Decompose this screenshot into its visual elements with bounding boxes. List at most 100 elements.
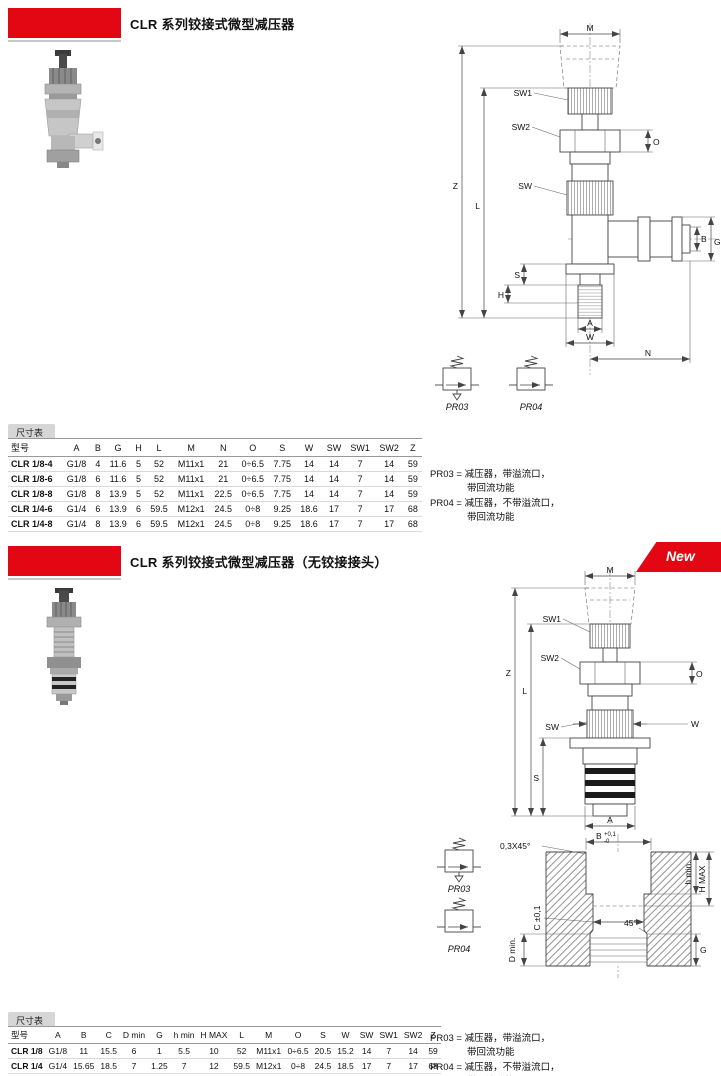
column-header: Z <box>403 438 422 457</box>
dim-label-o: O <box>696 669 703 679</box>
dimension-cell: G1/8 <box>62 456 91 472</box>
product-photo-hinged-regulator <box>44 50 104 168</box>
dimension-cell: 68 <box>403 501 422 517</box>
section1-banner-shadow <box>8 40 121 42</box>
dimension-cell: 12 <box>197 1058 231 1074</box>
dimension-cell: 7.75 <box>268 486 296 502</box>
dim-label-g: G <box>714 237 721 247</box>
dimension-cell: 7 <box>345 486 375 502</box>
dim-label-m: M <box>586 23 593 33</box>
model-name-cell: CLR 1/8-8 <box>8 486 62 502</box>
dimension-cell: 15.5 <box>97 1043 120 1059</box>
column-header: A <box>62 438 91 457</box>
dim-label-sw2: SW2 <box>512 122 531 132</box>
dimension-cell: 17 <box>322 501 346 517</box>
dim-label-s: S <box>514 270 520 280</box>
model-name-cell: CLR 1/4 <box>8 1058 46 1074</box>
column-header: M <box>252 1026 285 1044</box>
model-name-cell: CLR 1/8 <box>8 1043 46 1059</box>
model-name-cell: CLR 1/8-4 <box>8 456 62 472</box>
dimension-cell: 13.9 <box>104 486 132 502</box>
dimension-cell: 24.5 <box>209 501 237 517</box>
dimension-cell: 68 <box>425 1058 441 1074</box>
column-header: h min <box>170 1026 198 1044</box>
pr04-symbol <box>509 355 553 391</box>
pr03-symbol <box>435 355 479 401</box>
technical-drawing-cartridge-regulator: M SW1 SW2 O SW W <box>506 565 703 830</box>
dim-label-g: G <box>700 945 707 955</box>
column-header: Z <box>425 1026 441 1044</box>
section2-banner-shadow <box>8 578 121 580</box>
dim-label-w: W <box>691 719 699 729</box>
dimension-cell: 5 <box>131 486 146 502</box>
column-header: G <box>104 438 132 457</box>
dimension-cell: M12x1 <box>252 1058 285 1074</box>
dimension-cell: 22.5 <box>209 486 237 502</box>
column-header: SW1 <box>376 1026 401 1044</box>
dimension-cell: M11x1 <box>172 471 210 487</box>
dimension-cell: 14 <box>322 456 346 472</box>
dim-label-l: L <box>475 201 480 211</box>
dimension-cell: 59.5 <box>145 501 173 517</box>
dimension-cell: 6 <box>91 501 105 517</box>
dimension-cell: 11 <box>70 1043 98 1059</box>
column-header: O <box>284 1026 312 1044</box>
dimension-cell: 17 <box>374 501 404 517</box>
pr04-label: PR04 <box>519 402 543 412</box>
dimension-cell: 17 <box>322 516 346 532</box>
dimension-cell: 14 <box>322 471 346 487</box>
dimension-cell: 0÷8 <box>284 1058 312 1074</box>
dimension-cell: G1/8 <box>62 486 91 502</box>
mounting-hole-cross-section: B +0,1 -0 0,3X45° h min. H MAX C ±0,1 45… <box>500 831 714 978</box>
section1-red-banner <box>8 8 121 38</box>
column-header: SW2 <box>374 438 404 457</box>
column-header: M <box>172 438 210 457</box>
dimension-cell: 9.25 <box>268 501 296 517</box>
dimension-cell: 0÷6.5 <box>236 456 269 472</box>
dimension-cell: 52 <box>145 486 173 502</box>
column-header: H MAX <box>197 1026 231 1044</box>
dimension-cell: G1/4 <box>62 516 91 532</box>
dimension-cell: 20.5 <box>311 1043 335 1059</box>
dimension-cell: 59.5 <box>145 516 173 532</box>
note-line: 带回流功能 <box>467 483 515 495</box>
dim-label-d-min: D min. <box>507 938 517 963</box>
dimension-cell: 14 <box>374 486 404 502</box>
column-header: SW2 <box>400 1026 426 1044</box>
dim-label-n: N <box>645 348 651 358</box>
pr03-label: PR03 <box>447 884 471 894</box>
dim-label-z: Z <box>453 181 458 191</box>
dimension-table-label: 尺寸表 <box>8 424 56 440</box>
dim-label-b-minus: -0 <box>604 839 610 845</box>
note-line: PR03 = 减压器，带溢流口， <box>430 469 551 480</box>
note-line: PR03 = 减压器，带溢流口， <box>430 1033 551 1044</box>
dimension-cell: 13.9 <box>104 516 132 532</box>
section2-red-banner <box>8 546 121 576</box>
note-line: 带回流功能 <box>467 1047 515 1059</box>
model-name-cell: CLR 1/8-6 <box>8 471 62 487</box>
dim-label-z: Z <box>506 668 511 678</box>
pr-notes: PR03 = 减压器，带溢流口， 带回流功能 PR04 = 减压器，不带溢流口，… <box>430 1032 560 1076</box>
dimension-cell: 59 <box>403 456 422 472</box>
pr-notes: PR03 = 减压器，带溢流口， 带回流功能 PR04 = 减压器，不带溢流口，… <box>430 468 560 525</box>
dimension-cell: 21 <box>209 456 237 472</box>
dim-label-h-min: h min. <box>683 861 693 884</box>
dimension-cell: 4 <box>91 456 105 472</box>
dimension-cell: 14 <box>295 471 323 487</box>
dim-label-a: A <box>587 318 593 328</box>
column-header: L <box>145 438 173 457</box>
dimension-table-label: 尺寸表 <box>8 1012 56 1028</box>
column-header: A <box>45 1026 71 1044</box>
dimension-cell: G1/8 <box>62 471 91 487</box>
dim-label-o: O <box>653 137 660 147</box>
technical-drawing-hinged-regulator: Z L M SW1 SW2 O SW <box>453 23 721 375</box>
dim-label-a: A <box>607 815 613 825</box>
dimension-cell: 7 <box>119 1058 149 1074</box>
dimension-cell: 14 <box>295 456 323 472</box>
column-header: D min <box>119 1026 149 1044</box>
dimension-cell: 7 <box>345 516 375 532</box>
